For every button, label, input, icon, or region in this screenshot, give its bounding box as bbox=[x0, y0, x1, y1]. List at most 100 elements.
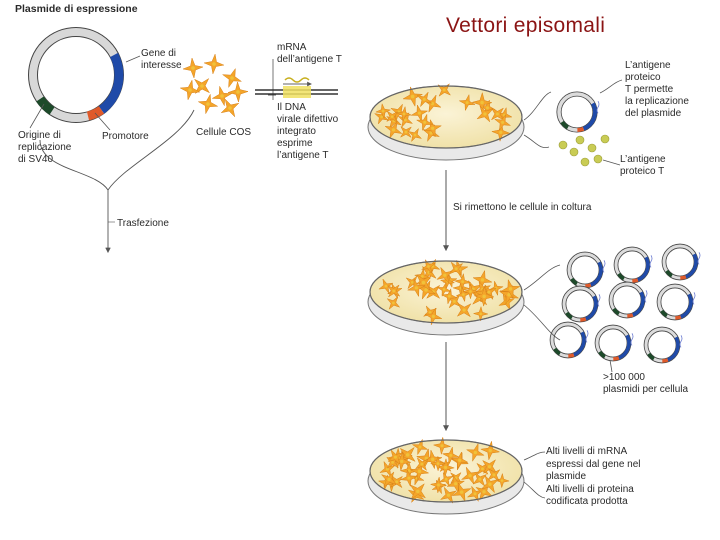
antigen-allows-line: proteico bbox=[625, 72, 661, 83]
gene-label-line: interesse bbox=[141, 60, 182, 71]
expression-plasmid bbox=[28, 27, 141, 131]
cell-nucleus bbox=[422, 97, 426, 101]
cell-nucleus bbox=[431, 457, 435, 462]
cos-cell-cluster bbox=[179, 53, 249, 118]
dna-label-line: esprime bbox=[277, 138, 313, 149]
cell-nucleus bbox=[442, 288, 446, 291]
cell-nucleus bbox=[447, 294, 451, 298]
cell-nucleus bbox=[480, 278, 485, 282]
cell-nucleus bbox=[469, 290, 472, 293]
small-plasmid bbox=[561, 285, 601, 323]
cell-nucleus bbox=[487, 464, 492, 469]
cell-nucleus bbox=[427, 265, 430, 268]
small-plasmid bbox=[594, 324, 634, 362]
cell-nucleus bbox=[483, 112, 487, 116]
cell-nucleus bbox=[385, 467, 389, 471]
cell-nucleus bbox=[381, 109, 385, 113]
petri-dish bbox=[367, 436, 525, 515]
cell-nucleus bbox=[488, 448, 492, 453]
plasmids-per-cell-line: >100 000 bbox=[603, 372, 645, 383]
gene-label-line: Gene di bbox=[141, 48, 177, 59]
antigen-allows-line: T permette bbox=[625, 84, 674, 95]
cell-nucleus bbox=[462, 308, 466, 312]
cell-nucleus bbox=[454, 482, 458, 486]
cell-nucleus bbox=[444, 477, 448, 481]
cell-nucleus bbox=[400, 459, 404, 464]
antigen-allows-line: L’antigene bbox=[625, 60, 671, 71]
cell-nucleus bbox=[458, 458, 462, 462]
cell-nucleus bbox=[452, 299, 456, 303]
reculture-label: Si rimettono le cellule in coltura bbox=[453, 202, 592, 213]
cell-nucleus bbox=[468, 474, 472, 478]
cell-nucleus bbox=[188, 88, 192, 92]
viral-dna-inset bbox=[255, 59, 338, 100]
cell-nucleus bbox=[407, 476, 411, 480]
cell-nucleus bbox=[429, 131, 433, 135]
origin-label: Origine di replicazione di SV40 bbox=[18, 130, 71, 166]
cell-nucleus bbox=[236, 90, 240, 94]
small-plasmid bbox=[613, 246, 653, 284]
cell-nucleus bbox=[430, 101, 435, 106]
cell-nucleus bbox=[486, 106, 489, 110]
antigen-dot bbox=[587, 143, 597, 153]
cell-nucleus bbox=[481, 467, 484, 471]
cell-nucleus bbox=[414, 286, 419, 290]
cell-nucleus bbox=[437, 483, 440, 487]
cell-nucleus bbox=[410, 94, 415, 99]
cell-nucleus bbox=[390, 115, 394, 118]
high-levels-line: Alti livelli di mRNA bbox=[546, 446, 628, 457]
high-levels-line: codificata prodotta bbox=[546, 496, 628, 507]
petri-dishes bbox=[367, 83, 525, 515]
cell-nucleus bbox=[392, 301, 395, 305]
cell-nucleus bbox=[420, 274, 424, 278]
cell-nucleus bbox=[384, 284, 388, 288]
antigen-inset bbox=[523, 79, 623, 167]
cell-nucleus bbox=[191, 66, 195, 70]
cell-nucleus bbox=[428, 311, 432, 314]
gene-segment bbox=[98, 74, 124, 114]
antigen-allows-line: del plasmide bbox=[625, 108, 682, 119]
cell-nucleus bbox=[431, 314, 435, 319]
cell-nucleus bbox=[478, 477, 482, 481]
dish-cells bbox=[373, 83, 513, 143]
cell-nucleus bbox=[404, 130, 408, 134]
small-plasmid bbox=[608, 281, 648, 319]
cell-nucleus bbox=[499, 130, 503, 134]
cell-nucleus bbox=[417, 469, 422, 473]
cell-nucleus bbox=[395, 480, 399, 484]
dish-rim bbox=[369, 85, 523, 149]
dna-label: Il DNA virale difettivo integrato esprim… bbox=[277, 102, 338, 162]
small-plasmid bbox=[566, 251, 606, 289]
small-plasmid bbox=[549, 321, 589, 359]
cell-nucleus bbox=[482, 294, 486, 299]
cell-nucleus bbox=[212, 62, 216, 66]
dna-label-line: virale difettivo bbox=[277, 114, 339, 125]
antigen-dot bbox=[600, 134, 610, 144]
antigen-t-label: L’antigene proteico T bbox=[620, 154, 666, 178]
cell-nucleus bbox=[413, 133, 417, 137]
small-plasmid bbox=[656, 283, 696, 321]
mrna-label: mRNA dell’antigene T bbox=[277, 42, 342, 66]
cell-nucleus bbox=[507, 293, 511, 297]
petri-dish bbox=[367, 83, 525, 161]
cell-nucleus bbox=[391, 128, 396, 132]
dish-cells bbox=[378, 258, 521, 326]
cell-nucleus bbox=[405, 453, 410, 457]
cell-nucleus bbox=[416, 489, 420, 494]
cell-nucleus bbox=[418, 445, 422, 449]
transfection-label: Trasfezione bbox=[117, 218, 169, 229]
antigen-t-line: L’antigene bbox=[620, 154, 666, 165]
promoter-segment bbox=[86, 106, 105, 121]
cell-nucleus bbox=[431, 126, 435, 130]
dish-rim bbox=[369, 260, 523, 324]
cell-nucleus bbox=[417, 111, 421, 115]
cell-nucleus bbox=[449, 453, 453, 457]
gene-label: Gene di interesse bbox=[141, 48, 182, 72]
page-title: Vettori episomali bbox=[446, 14, 606, 37]
cell-nucleus bbox=[500, 479, 504, 482]
cell-nucleus bbox=[508, 287, 513, 291]
small-plasmid bbox=[661, 243, 701, 281]
transfection-flow bbox=[39, 109, 195, 254]
antigen-dot bbox=[575, 135, 585, 145]
